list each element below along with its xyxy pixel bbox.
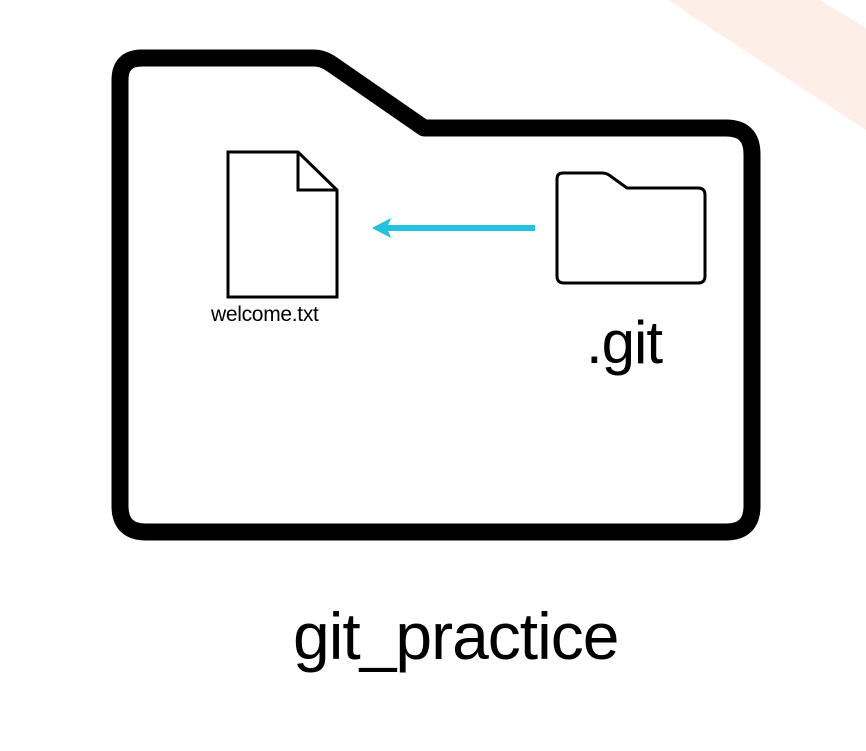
container-folder-icon — [111, 49, 761, 541]
file-icon — [226, 150, 339, 299]
file-label: welcome.txt — [211, 303, 319, 326]
container-folder-label: git_practice — [293, 599, 620, 673]
arrow-left-icon — [372, 218, 535, 238]
corner-decoration-inner — [820, 0, 866, 28]
git-folder-icon — [555, 171, 707, 285]
file-fold-icon — [296, 152, 337, 192]
corner-decoration — [668, 0, 866, 130]
git-folder-label: .git — [586, 309, 663, 376]
